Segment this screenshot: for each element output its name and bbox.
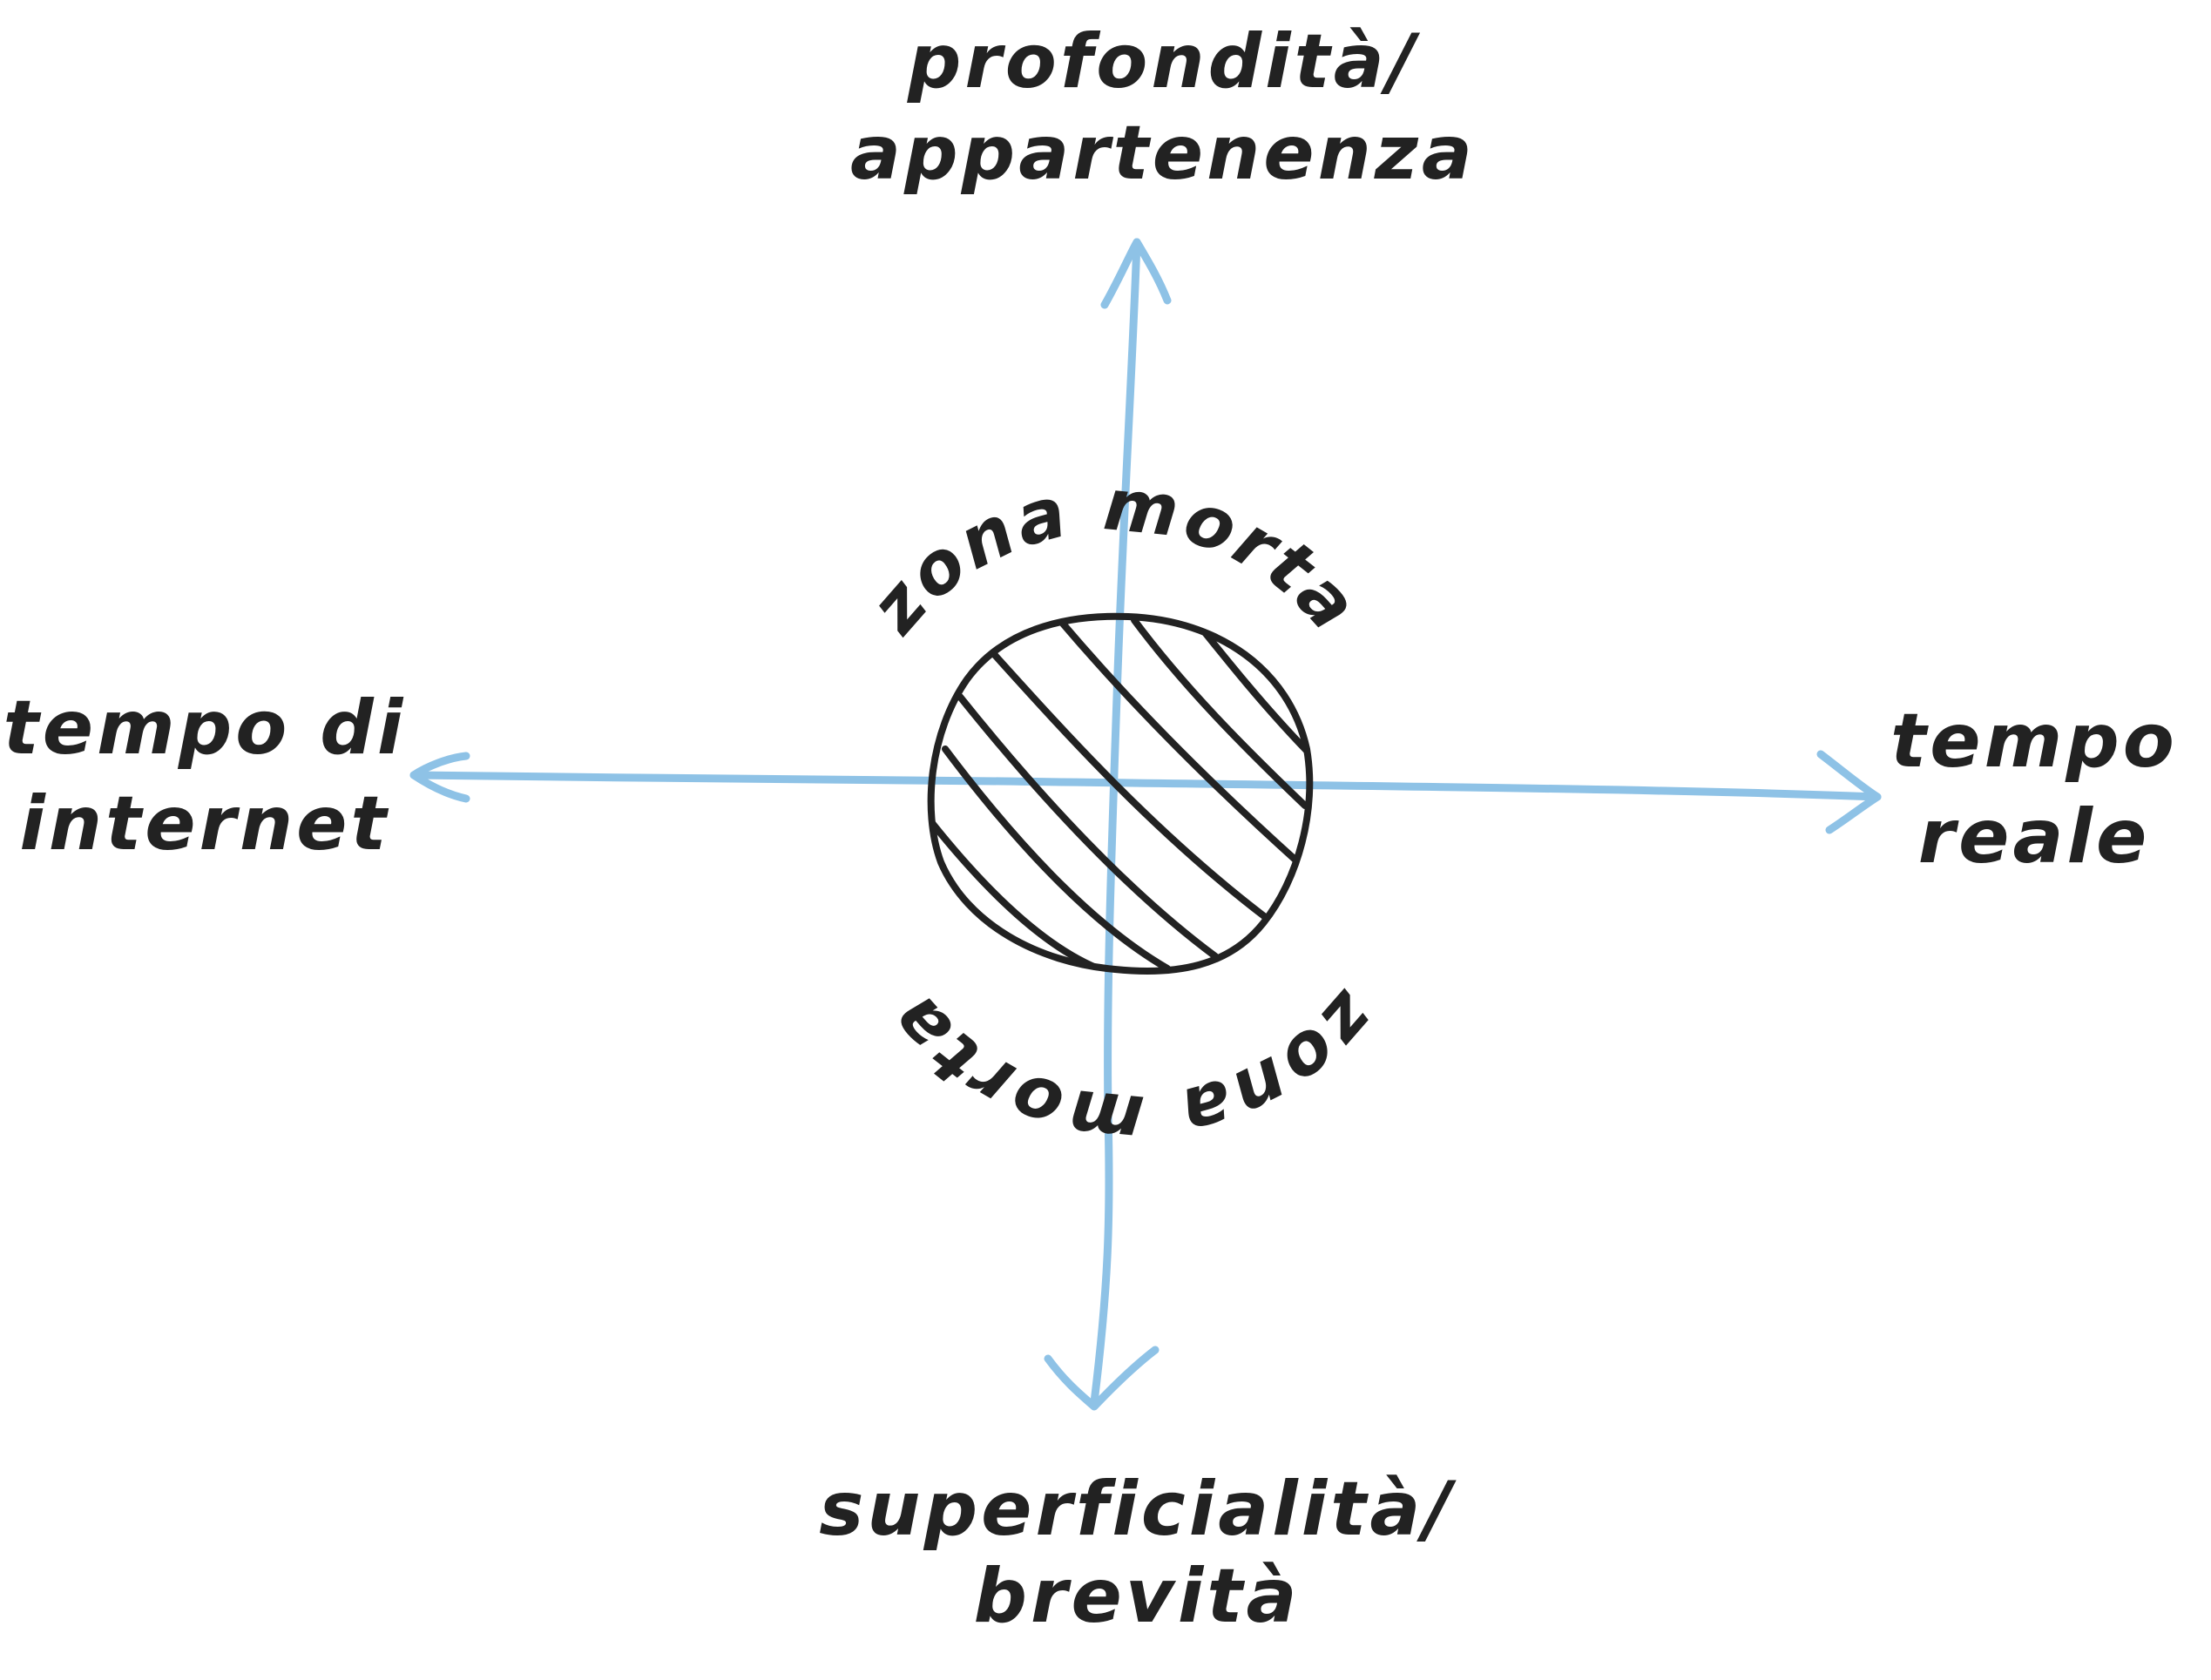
dead-zone-label-bottom: zona morta — [872, 976, 1394, 1163]
bottom-label-line2: brevità — [974, 1553, 1301, 1640]
horizontal-axis — [409, 750, 1882, 834]
vertical-axis-line — [1090, 238, 1141, 1407]
bottom-label-line1: superficialità/ — [819, 1466, 1457, 1553]
bottom-label: superficialità/ brevità — [819, 1466, 1457, 1640]
right-label-line2: reale — [1918, 793, 2151, 880]
vertical-axis — [1044, 238, 1172, 1411]
dead-zone-outline — [927, 612, 1314, 975]
right-label: tempo reale — [1890, 698, 2178, 880]
top-label-line1: profondità/ — [907, 18, 1421, 105]
top-label-line2: appartenenza — [850, 110, 1476, 197]
right-arrow-head — [1816, 750, 1882, 834]
top-label: profondità/ appartenenza — [850, 18, 1476, 197]
right-label-line1: tempo — [1890, 698, 2178, 785]
left-arrow-head — [409, 752, 470, 803]
dead-zone-label-top: zona morta — [854, 463, 1376, 650]
up-arrow-head — [1100, 238, 1172, 309]
down-arrow-head — [1044, 1346, 1160, 1411]
horizontal-axis-line — [409, 771, 1882, 801]
left-label-line1: tempo di — [3, 685, 407, 772]
left-label: tempo di internet — [3, 685, 407, 867]
left-label-line2: internet — [19, 780, 389, 867]
